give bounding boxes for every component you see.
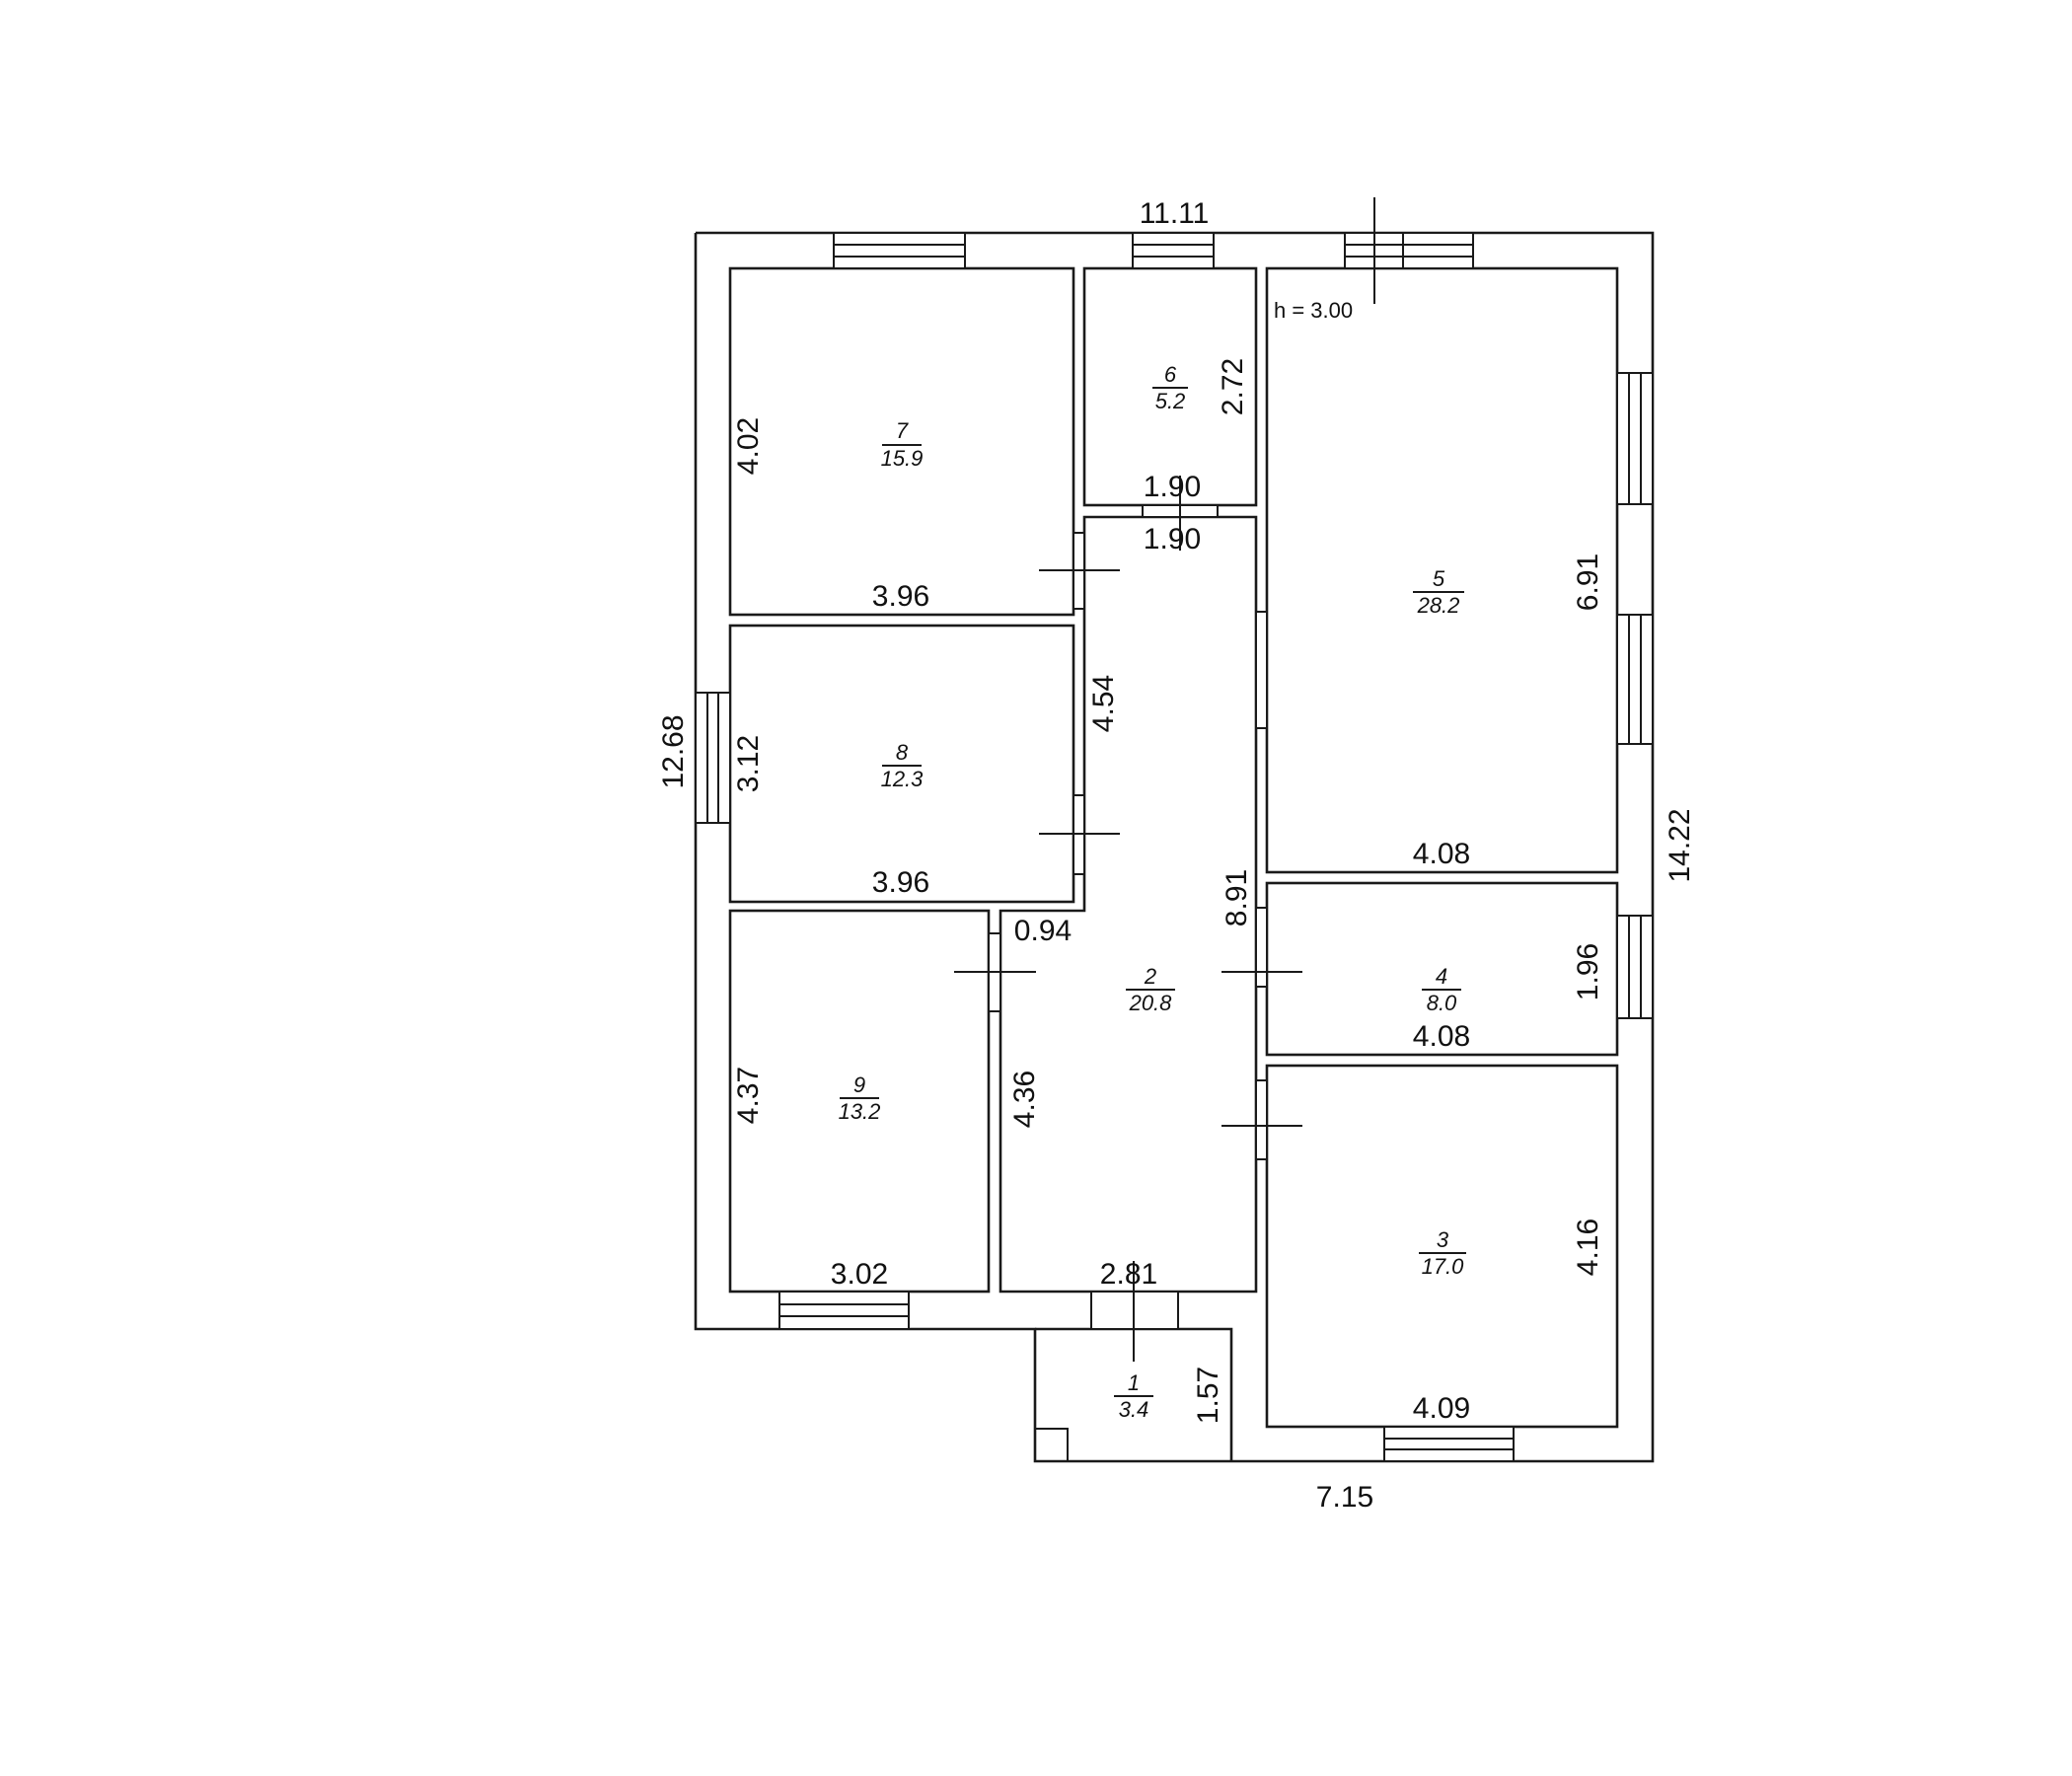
room-5-width-dim: 4.08 <box>1413 838 1470 870</box>
room-2-dim-0-94: 0.94 <box>1014 915 1072 947</box>
window-top-room6 <box>1132 232 1215 269</box>
room-8-area: 12.3 <box>881 767 925 791</box>
room-3-width-dim: 4.09 <box>1413 1392 1470 1425</box>
dim-left-height: 12.68 <box>657 714 690 788</box>
room-6-area: 5.2 <box>1155 389 1186 413</box>
room-8-height-dim: 3.12 <box>732 735 765 792</box>
room-9-height-dim: 4.37 <box>732 1067 765 1124</box>
room-2-dim-4-36: 4.36 <box>1008 1071 1041 1128</box>
room-5-number: 5 <box>1433 566 1445 591</box>
room-9-area: 13.2 <box>839 1099 881 1124</box>
room-4-height-dim: 1.96 <box>1572 943 1604 1000</box>
room-4-area: 8.0 <box>1427 991 1457 1015</box>
room-5-area: 28.2 <box>1417 593 1460 618</box>
room-9-width-dim: 3.02 <box>831 1258 888 1291</box>
room-5-height-dim: 6.91 <box>1572 554 1604 611</box>
room-8-width-dim: 3.96 <box>872 866 929 899</box>
room-8-number: 8 <box>896 740 909 765</box>
room-1-height-dim: 1.57 <box>1192 1367 1224 1424</box>
door-room6-corridor <box>1142 476 1219 551</box>
room-4-width-dim: 4.08 <box>1413 1020 1470 1053</box>
room-2-outline <box>999 515 1258 1294</box>
window-right-room4 <box>1616 915 1654 1019</box>
door-room8 <box>1039 794 1120 875</box>
entrance-step <box>1034 1428 1069 1462</box>
door-entrance <box>1090 1261 1179 1362</box>
window-bottom-room3 <box>1383 1426 1515 1462</box>
window-top-room5 <box>1344 232 1474 269</box>
window-bottom-room9 <box>778 1291 910 1330</box>
room-2-number: 2 <box>1144 964 1156 989</box>
dim-top-width: 11.11 <box>1140 197 1210 230</box>
room-6-height-dim: 2.72 <box>1217 358 1249 415</box>
room-2-dim-1-90: 1.90 <box>1144 523 1201 555</box>
room-1-number: 1 <box>1128 1370 1140 1395</box>
dim-bottom-width: 7.15 <box>1316 1481 1373 1514</box>
room-3-height-dim: 4.16 <box>1572 1219 1604 1276</box>
window-right-room5-a <box>1616 372 1654 505</box>
door-room3 <box>1221 1079 1302 1160</box>
room-2-area: 20.8 <box>1129 991 1173 1015</box>
room-7-number: 7 <box>896 418 909 443</box>
room-7-width-dim: 3.96 <box>872 580 929 613</box>
room-1-area: 3.4 <box>1119 1397 1149 1422</box>
dim-right-height: 14.22 <box>1664 808 1696 882</box>
room-4-number: 4 <box>1436 964 1447 989</box>
room-7-area: 15.9 <box>881 446 924 471</box>
door-room9 <box>954 932 1036 1012</box>
room-7-height-dim: 4.02 <box>732 417 765 475</box>
room-6-number: 6 <box>1164 362 1177 387</box>
room-6-width-dim: 1.90 <box>1144 471 1201 503</box>
room-9-number: 9 <box>853 1073 865 1097</box>
room-2-dim-4-54: 4.54 <box>1087 675 1120 732</box>
door-room7 <box>1039 532 1120 610</box>
door-room4 <box>1221 907 1302 988</box>
room-2-dim-8-91: 8.91 <box>1221 869 1253 926</box>
room-3-number: 3 <box>1437 1227 1449 1252</box>
window-left-room8 <box>695 692 731 824</box>
ceiling-height-label: h = 3.00 <box>1274 298 1353 323</box>
room-2-dim-2-81: 2.81 <box>1100 1258 1157 1291</box>
window-top-room7 <box>833 232 966 269</box>
room-3-area: 17.0 <box>1422 1254 1465 1279</box>
door-room5 <box>1255 611 1268 729</box>
window-right-room5-b <box>1616 614 1654 745</box>
